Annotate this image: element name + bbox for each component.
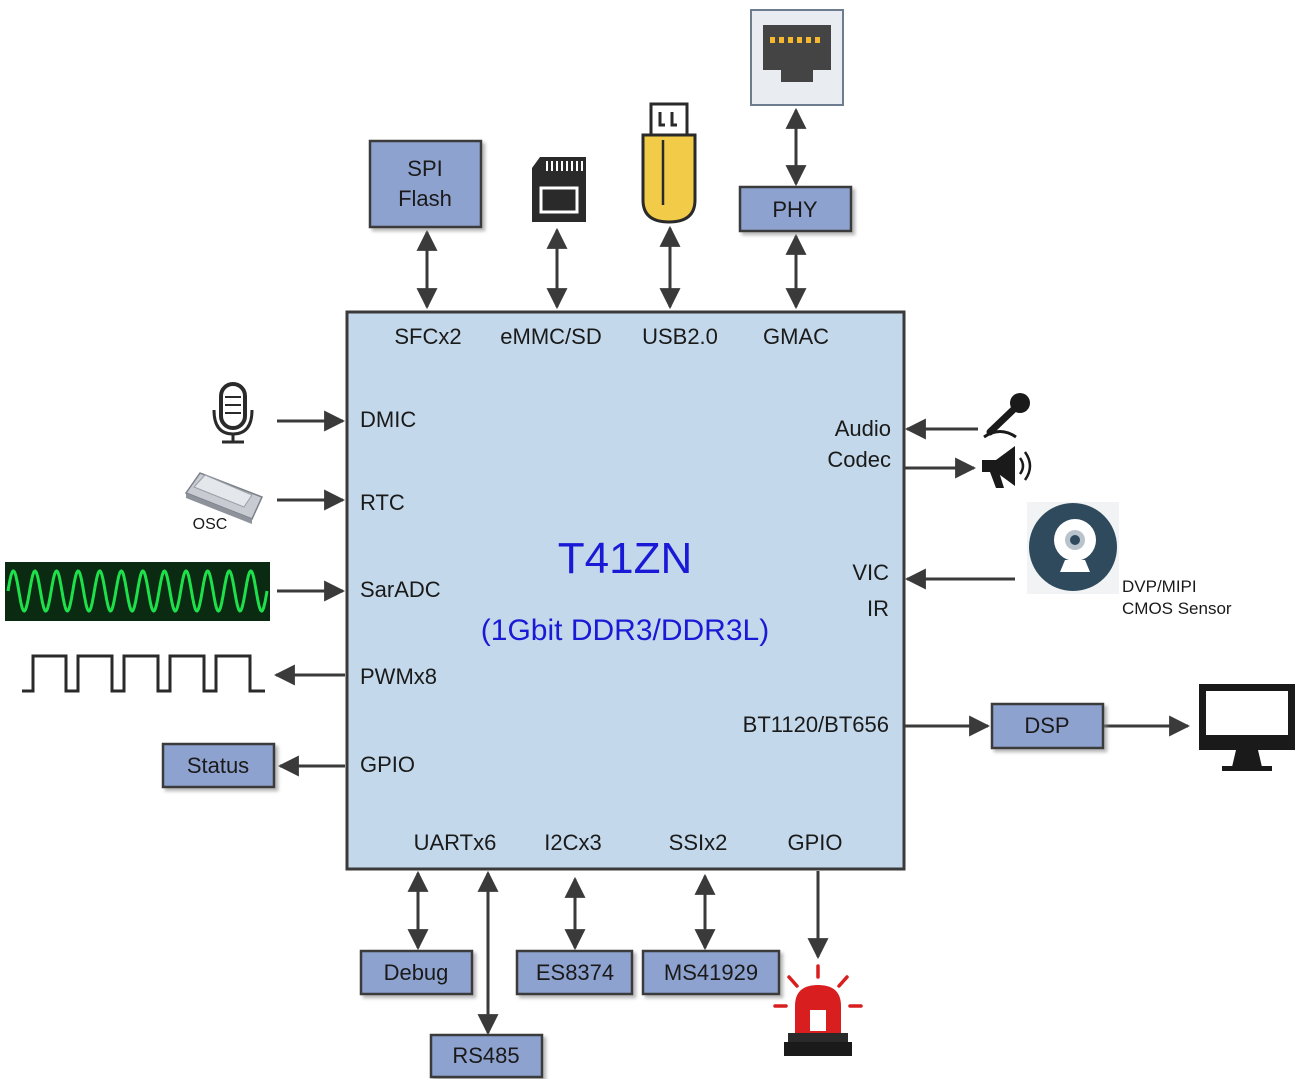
rs485-box <box>429 1033 544 1079</box>
dsp-box <box>990 702 1105 750</box>
spi-flash-label-1: SPI <box>407 156 442 181</box>
port-rtc: RTC <box>360 490 405 515</box>
spi-flash-label-2: Flash <box>398 186 452 211</box>
status-label: Status <box>187 753 249 778</box>
ethernet-port-icon <box>750 9 844 106</box>
port-sfc: SFCx2 <box>394 324 461 349</box>
chip-block: T41ZN (1Gbit DDR3/DDR3L) SFCx2 eMMC/SD U… <box>345 310 906 871</box>
sensor-label-2: CMOS Sensor <box>1122 599 1232 618</box>
dsp-label: DSP <box>1024 713 1069 738</box>
speaker-icon <box>982 446 1032 488</box>
es8374-box <box>515 949 634 996</box>
port-i2c: I2Cx3 <box>544 830 601 855</box>
rs485-label: RS485 <box>452 1043 519 1068</box>
spi-flash-box <box>368 139 483 229</box>
port-codec: Codec <box>827 447 891 472</box>
port-dmic: DMIC <box>360 407 416 432</box>
port-bt1120: BT1120/BT656 <box>743 712 889 737</box>
ms41929-box <box>641 949 781 996</box>
sine-wave-icon <box>5 562 270 621</box>
usb-drive-icon <box>641 102 697 224</box>
osc-label: OSC <box>193 516 228 533</box>
port-gmac: GMAC <box>763 324 829 349</box>
port-emmc: eMMC/SD <box>500 324 601 349</box>
port-usb: USB2.0 <box>642 324 718 349</box>
port-pwm: PWMx8 <box>360 664 437 689</box>
sd-card-icon <box>532 157 586 222</box>
square-wave-icon <box>22 654 265 693</box>
port-gpio-left: GPIO <box>360 752 415 777</box>
phy-box <box>738 185 853 233</box>
phy-label: PHY <box>772 197 818 222</box>
connection-arrows <box>273 107 1191 1036</box>
port-saradc: SarADC <box>360 577 441 602</box>
sensor-label-1: DVP/MIPI <box>1122 577 1197 596</box>
ms41929-label: MS41929 <box>664 960 758 985</box>
port-vic: VIC <box>852 560 889 585</box>
camera-icon <box>1027 502 1119 594</box>
port-audio: Audio <box>835 416 891 441</box>
monitor-icon <box>1199 684 1295 771</box>
alarm-light-icon <box>773 964 863 1056</box>
debug-box <box>359 949 474 996</box>
status-box <box>161 742 276 789</box>
port-ssi: SSIx2 <box>669 830 728 855</box>
port-ir: IR <box>867 596 889 621</box>
debug-label: Debug <box>384 960 449 985</box>
chip-name: T41ZN <box>558 534 692 583</box>
microphone-icon <box>212 382 254 444</box>
port-uart: UARTx6 <box>414 830 497 855</box>
es8374-label: ES8374 <box>536 960 614 985</box>
handheld-microphone-icon <box>983 393 1030 439</box>
chip-memory: (1Gbit DDR3/DDR3L) <box>481 614 769 647</box>
oscillator-icon <box>184 472 264 524</box>
port-gpio-bottom: GPIO <box>787 830 842 855</box>
